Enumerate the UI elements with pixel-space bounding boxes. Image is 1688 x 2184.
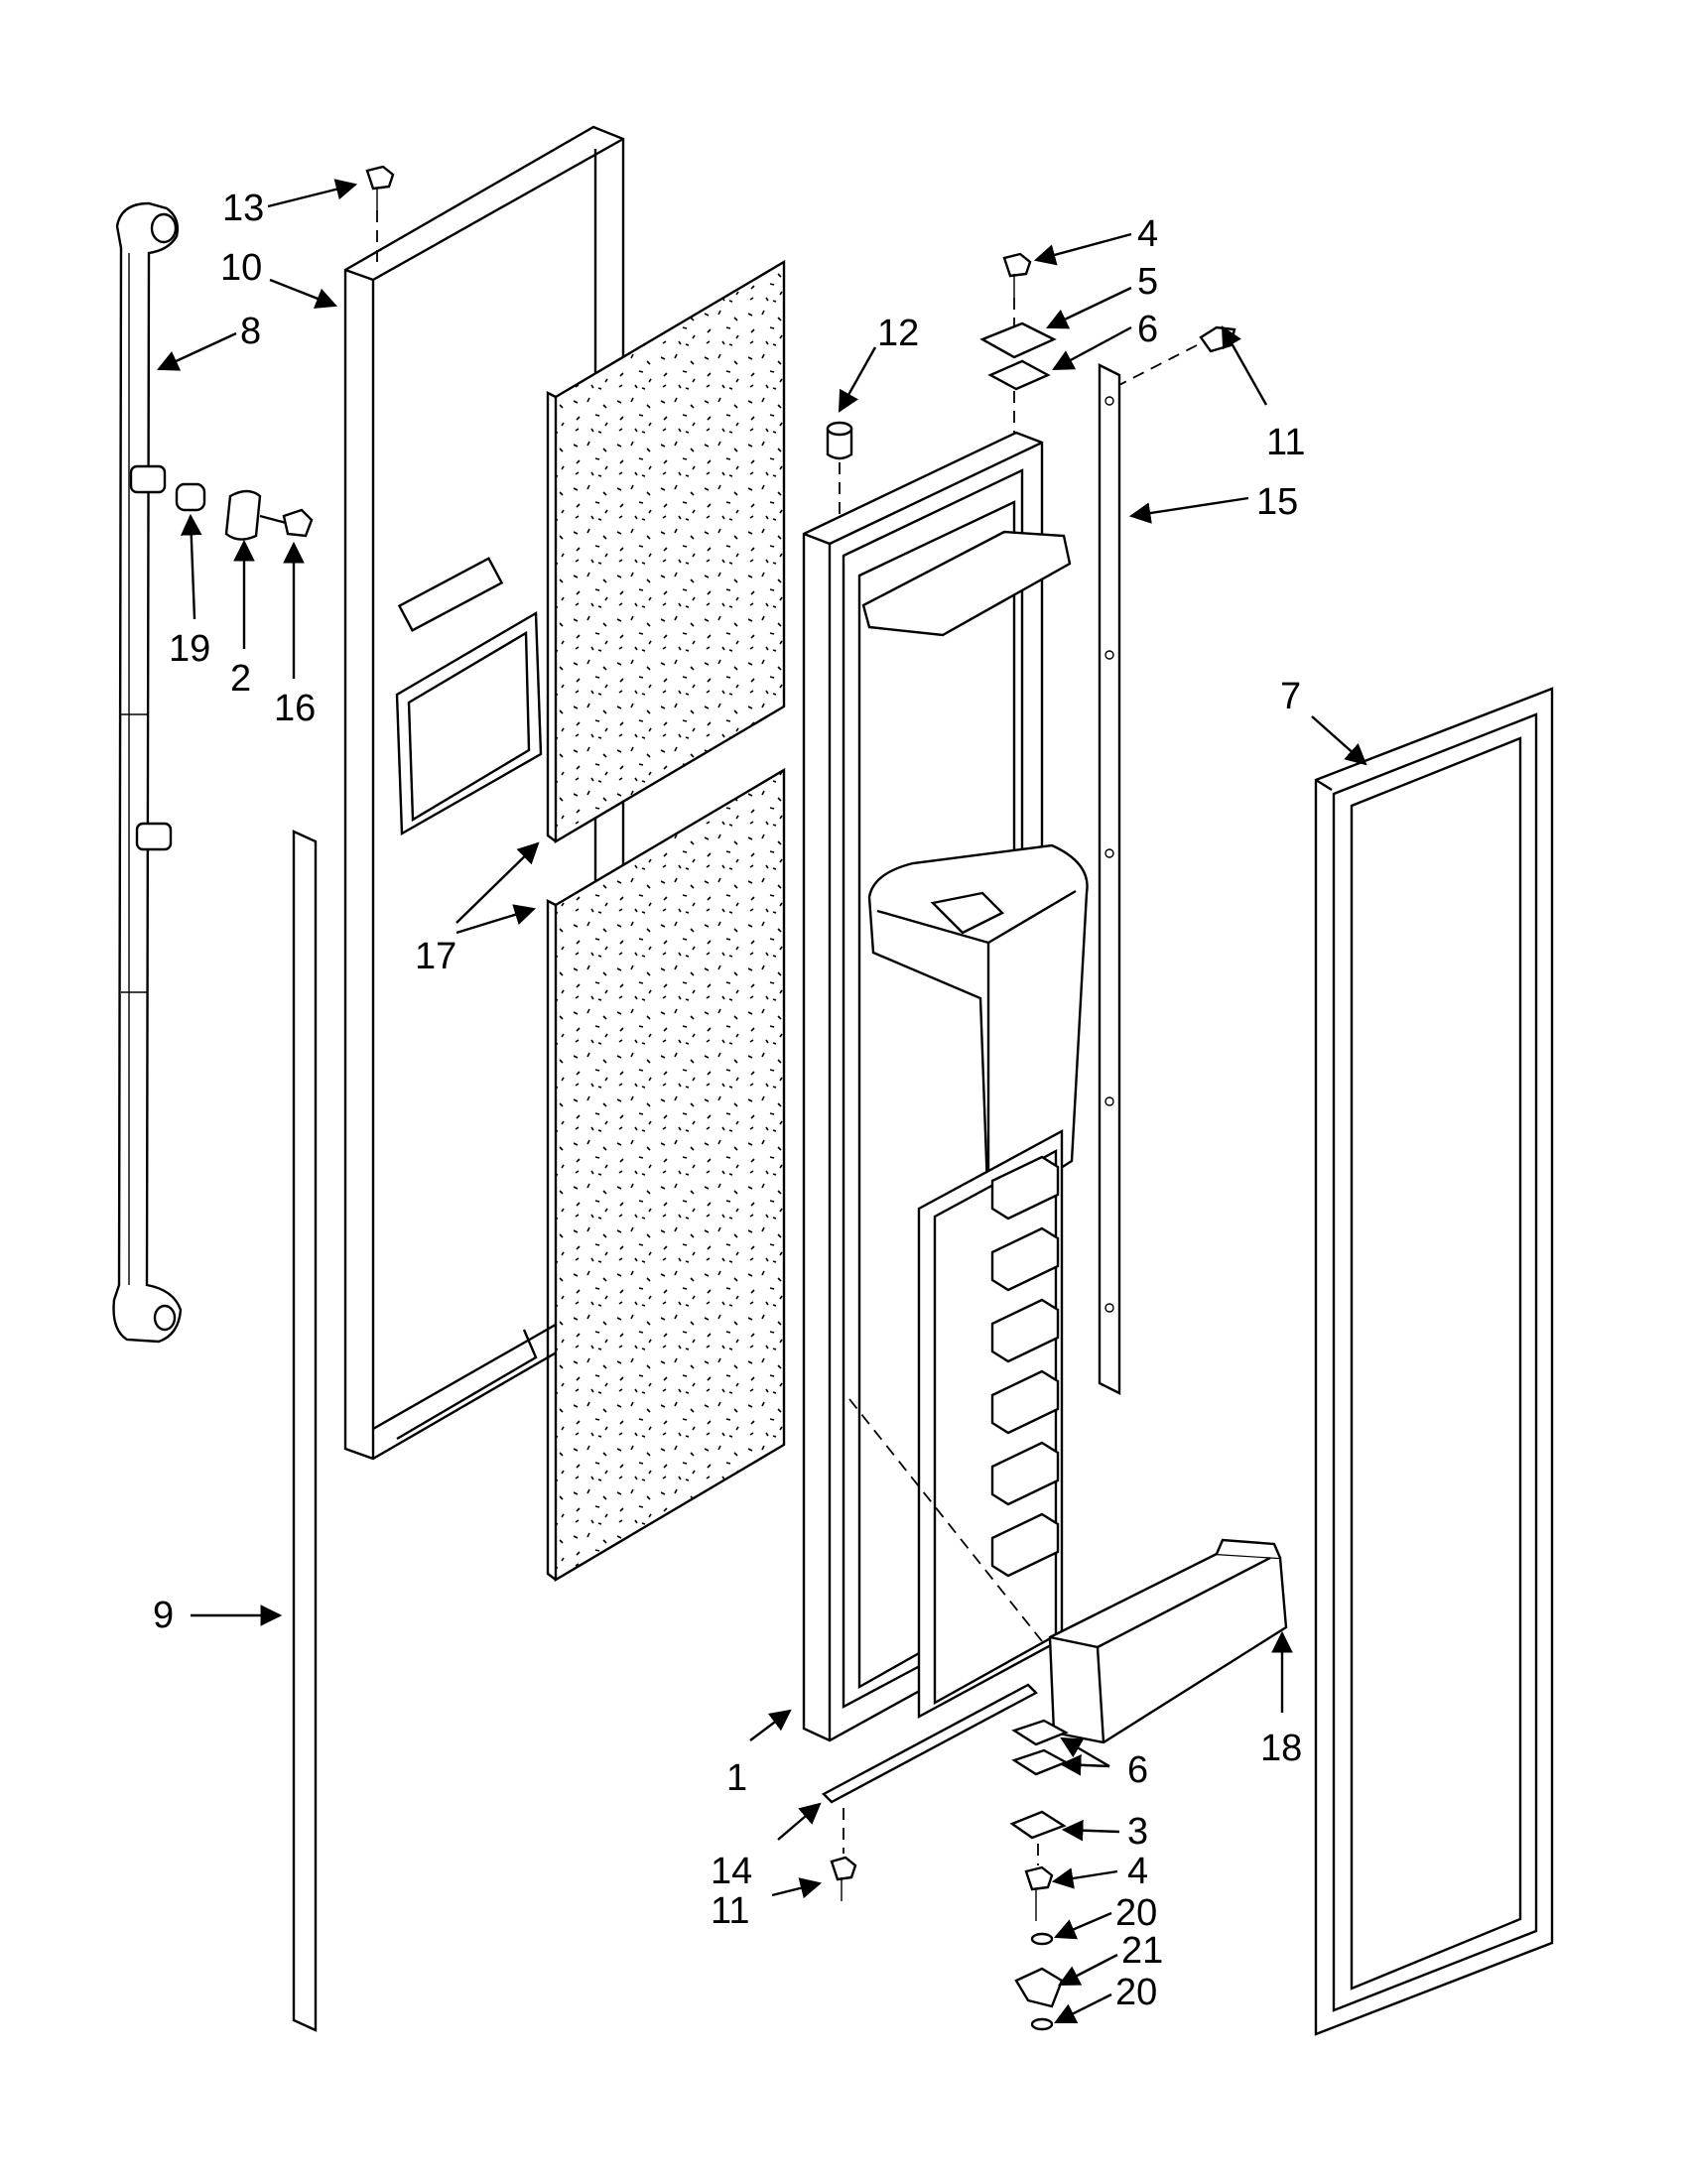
callout-14: 14 <box>711 1851 752 1892</box>
callout-6-bottom: 6 <box>1127 1749 1148 1791</box>
screw-13 <box>365 165 395 268</box>
callout-5: 5 <box>1137 261 1158 303</box>
callout-7: 7 <box>1280 676 1301 717</box>
hinge-strip <box>1098 363 1121 1395</box>
top-hinge-set <box>979 252 1057 433</box>
callout-6-top: 6 <box>1137 309 1158 350</box>
screw-11-lower <box>830 1808 857 1901</box>
callout-21: 21 <box>1121 1930 1163 1972</box>
callout-15: 15 <box>1256 481 1298 523</box>
callout-17: 17 <box>415 936 456 977</box>
insulation-panels <box>546 259 786 1583</box>
callout-12: 12 <box>877 313 919 354</box>
plug-12 <box>826 421 853 516</box>
callout-3: 3 <box>1127 1811 1148 1853</box>
leader-lines <box>157 179 1367 2024</box>
bin-ribs <box>990 1155 1060 1578</box>
callout-labels: 13 10 8 19 2 16 9 17 12 4 5 6 11 15 7 1 … <box>153 188 1305 2013</box>
callout-19: 19 <box>169 628 210 670</box>
callout-9: 9 <box>153 1595 174 1636</box>
callout-11-bottom: 11 <box>711 1890 749 1932</box>
callout-16: 16 <box>274 688 316 729</box>
callout-1: 1 <box>726 1757 747 1799</box>
callout-10: 10 <box>220 247 262 289</box>
callout-18: 18 <box>1260 1728 1302 1769</box>
callout-4-bottom: 4 <box>1127 1851 1148 1892</box>
callout-4-top: 4 <box>1137 213 1158 255</box>
callout-8: 8 <box>240 311 261 352</box>
bottom-trim <box>822 1683 1038 1804</box>
gasket-strip <box>292 830 318 2032</box>
callout-2: 2 <box>230 658 251 700</box>
handle-fastener-set <box>175 482 314 541</box>
door-liner <box>802 431 1089 1742</box>
callout-20-lower: 20 <box>1115 1972 1157 2013</box>
callout-20-upper: 20 <box>1115 1892 1157 1934</box>
callout-11-top: 11 <box>1266 422 1305 463</box>
door-gasket <box>1314 687 1554 2036</box>
callout-13: 13 <box>222 188 264 229</box>
handle-tube <box>112 201 183 1344</box>
bottom-hinge-set <box>1009 1719 1069 2031</box>
screw-11-upper <box>1110 325 1236 390</box>
